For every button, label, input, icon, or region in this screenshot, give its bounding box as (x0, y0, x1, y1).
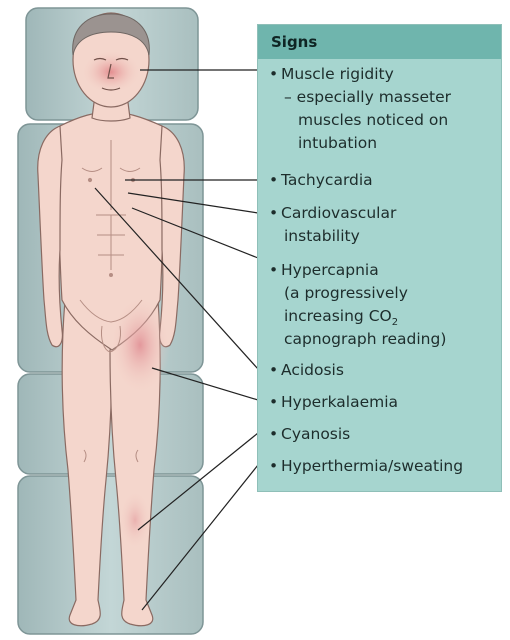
co2-text: increasing CO (284, 307, 392, 325)
sign-detail-line: capnograph reading) (284, 328, 446, 350)
sign-detail-line: (a progressively (284, 282, 408, 304)
sign-acidosis: •Acidosis (269, 359, 344, 381)
sign-detail-line: instability (284, 225, 360, 247)
sign-detail-line: – especially masseter (284, 86, 451, 108)
sign-label: Muscle rigidity (281, 65, 394, 83)
sign-label: Hyperthermia/sweating (281, 457, 463, 475)
sign-detail-line: intubation (298, 132, 377, 154)
sign-hyperkalaemia: •Hyperkalaemia (269, 391, 398, 413)
sign-muscle-rigidity: •Muscle rigidity (269, 63, 394, 85)
thigh-flush (110, 295, 170, 395)
bullet: • (269, 202, 281, 224)
bullet: • (269, 423, 281, 445)
bullet: • (269, 259, 281, 281)
bullet: • (269, 455, 281, 477)
bullet: • (269, 63, 281, 85)
face-flush (81, 50, 141, 94)
sign-label: Acidosis (281, 361, 344, 379)
bullet: • (269, 359, 281, 381)
sign-label: Hypercapnia (281, 261, 379, 279)
sign-cardiovascular-instability: •Cardiovascular (269, 202, 396, 224)
sign-label: Hyperkalaemia (281, 393, 398, 411)
co2-subscript: 2 (392, 317, 398, 328)
sign-detail-line: muscles noticed on (298, 109, 448, 131)
leg-flush (119, 490, 151, 550)
sign-label: Tachycardia (281, 171, 373, 189)
bullet: • (269, 169, 281, 191)
sign-tachycardia: •Tachycardia (269, 169, 373, 191)
sign-hyperthermia: •Hyperthermia/sweating (269, 455, 463, 477)
sign-label: Cyanosis (281, 425, 350, 443)
signs-panel: Signs •Muscle rigidity – especially mass… (257, 24, 502, 492)
panel-heading: Signs (258, 25, 501, 59)
sign-cyanosis: •Cyanosis (269, 423, 350, 445)
sign-hypercapnia: •Hypercapnia (269, 259, 379, 281)
bullet: • (269, 391, 281, 413)
sign-label: Cardiovascular (281, 204, 396, 222)
